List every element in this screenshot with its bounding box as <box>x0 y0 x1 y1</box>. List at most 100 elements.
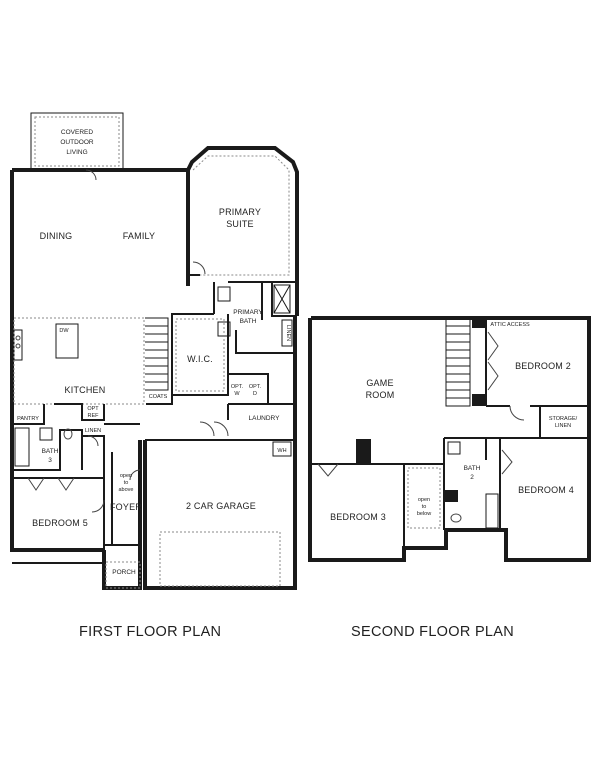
family-label: FAMILY <box>123 231 156 241</box>
kitchen-label: KITCHEN <box>65 385 106 395</box>
svg-text:BEDROOM 3: BEDROOM 3 <box>330 512 386 522</box>
svg-text:open: open <box>120 473 132 479</box>
primary-suite-label-2: SUITE <box>226 219 254 229</box>
svg-text:OUTDOOR: OUTDOOR <box>60 139 94 146</box>
svg-text:PRIMARY: PRIMARY <box>219 207 261 217</box>
bath3-tub <box>14 427 30 467</box>
bedroom5-label: BEDROOM 5 <box>32 518 88 528</box>
storage-label-2: LINEN <box>555 423 571 429</box>
bedroom2-label: BEDROOM 2 <box>515 361 571 371</box>
exterior-wall-right <box>138 316 297 590</box>
first-floor-caption: FIRST FLOOR PLAN <box>79 624 222 640</box>
svg-text:to: to <box>124 480 129 486</box>
svg-text:PRIMARY: PRIMARY <box>233 309 263 316</box>
first-floor-plan: COVERED OUTDOOR LIVING DINING FAMILY PRI… <box>10 112 299 590</box>
laundry-label: LAUNDRY <box>249 415 281 422</box>
bedroom3-closet-door <box>317 463 339 477</box>
open-below-label-3: below <box>417 511 431 517</box>
svg-text:WH: WH <box>277 448 286 454</box>
game-room-label-2: ROOM <box>366 390 395 400</box>
water-heater-box <box>272 441 292 457</box>
game-room-label-1: GAME <box>366 378 393 388</box>
svg-text:BEDROOM 5: BEDROOM 5 <box>32 518 88 528</box>
svg-text:below: below <box>417 511 431 517</box>
opt-d-label-2: D <box>253 391 257 397</box>
dw-label: DW <box>59 328 69 334</box>
open-below-label-2: to <box>422 504 427 510</box>
foyer-walls <box>104 452 140 546</box>
exterior-wall-rear <box>12 146 299 316</box>
outdoor-living-label-3: LIVING <box>66 149 87 156</box>
primary-bath-label-1: PRIMARY <box>233 309 263 316</box>
porch-label: PORCH <box>112 569 136 576</box>
second-floor-exterior-wall <box>308 316 591 562</box>
rear-door-swing <box>85 169 97 181</box>
svg-text:BATH: BATH <box>42 448 59 455</box>
primary-suite-label-1: PRIMARY <box>219 207 261 217</box>
svg-text:W.I.C.: W.I.C. <box>187 354 213 364</box>
bath3-sink <box>39 427 53 441</box>
kitchen-island <box>55 323 79 359</box>
kitchen-counter-left <box>13 329 23 361</box>
svg-text:ROOM: ROOM <box>366 390 395 400</box>
bath2-tub <box>485 493 499 529</box>
garage-door <box>159 531 281 587</box>
bedroom2-closet-doors <box>487 331 499 391</box>
bath2-column <box>444 490 458 502</box>
svg-text:STORAGE/: STORAGE/ <box>549 416 578 422</box>
bath2-label-2: 2 <box>470 474 474 481</box>
garage-entry-swing <box>129 469 141 481</box>
open-below-label-1: open <box>418 497 430 503</box>
svg-text:OPT.: OPT. <box>231 384 244 390</box>
primary-shower-x <box>273 284 291 314</box>
burner-2 <box>15 343 21 349</box>
svg-text:3: 3 <box>48 457 52 464</box>
svg-text:LINEN: LINEN <box>285 325 291 341</box>
open-below-outline <box>407 467 441 529</box>
bedroom5-door-swing <box>91 499 105 513</box>
bath2-label-1: BATH <box>464 465 481 472</box>
bedroom3-label: BEDROOM 3 <box>330 512 386 522</box>
burner-1 <box>15 335 21 341</box>
svg-text:PORCH: PORCH <box>112 569 136 576</box>
bath3-toilet <box>63 428 73 440</box>
bath3-label-2: 3 <box>48 457 52 464</box>
svg-text:GAME: GAME <box>366 378 393 388</box>
svg-text:BATH: BATH <box>240 318 257 325</box>
attic-access-label: ATTIC ACCESS <box>490 322 530 328</box>
svg-text:KITCHEN: KITCHEN <box>65 385 106 395</box>
svg-text:SUITE: SUITE <box>226 219 254 229</box>
svg-text:LAUNDRY: LAUNDRY <box>249 415 281 422</box>
second-floor-stair <box>445 318 471 407</box>
wic-shelving <box>175 318 225 392</box>
svg-text:REF: REF <box>88 413 100 419</box>
bedroom4-label: BEDROOM 4 <box>518 485 574 495</box>
attic-access-block <box>472 318 486 328</box>
bedroom3-column <box>356 440 370 464</box>
open-above-label-1: open <box>120 473 132 479</box>
svg-text:D: D <box>253 391 257 397</box>
primary-sink-1 <box>217 286 231 302</box>
svg-text:W: W <box>234 391 240 397</box>
storage-walls <box>539 406 589 439</box>
opt-w-label-2: W <box>234 391 240 397</box>
open-above-label-2: to <box>124 480 129 486</box>
bedroom5-closet-doors <box>27 477 75 491</box>
wic-label: W.I.C. <box>187 354 213 364</box>
svg-text:OPT: OPT <box>87 406 99 412</box>
svg-text:OPT.: OPT. <box>249 384 262 390</box>
open-above-label-3: above <box>119 487 134 493</box>
svg-text:PANTRY: PANTRY <box>17 416 39 422</box>
storage-label-1: STORAGE/ <box>549 416 578 422</box>
primary-linen-label: LINEN <box>285 325 291 341</box>
svg-text:FOYER: FOYER <box>110 502 142 512</box>
svg-text:BATH: BATH <box>464 465 481 472</box>
opt-w-label-1: OPT. <box>231 384 244 390</box>
opt-ref-label-2: REF <box>88 413 100 419</box>
bath2-walls <box>443 437 501 530</box>
svg-text:COATS: COATS <box>149 394 168 400</box>
second-floor-plan: ATTIC ACCESS GAME ROOM BEDROOM 2 STORAGE… <box>308 316 591 562</box>
svg-text:BEDROOM 2: BEDROOM 2 <box>515 361 571 371</box>
outdoor-living-label-2: OUTDOOR <box>60 139 94 146</box>
